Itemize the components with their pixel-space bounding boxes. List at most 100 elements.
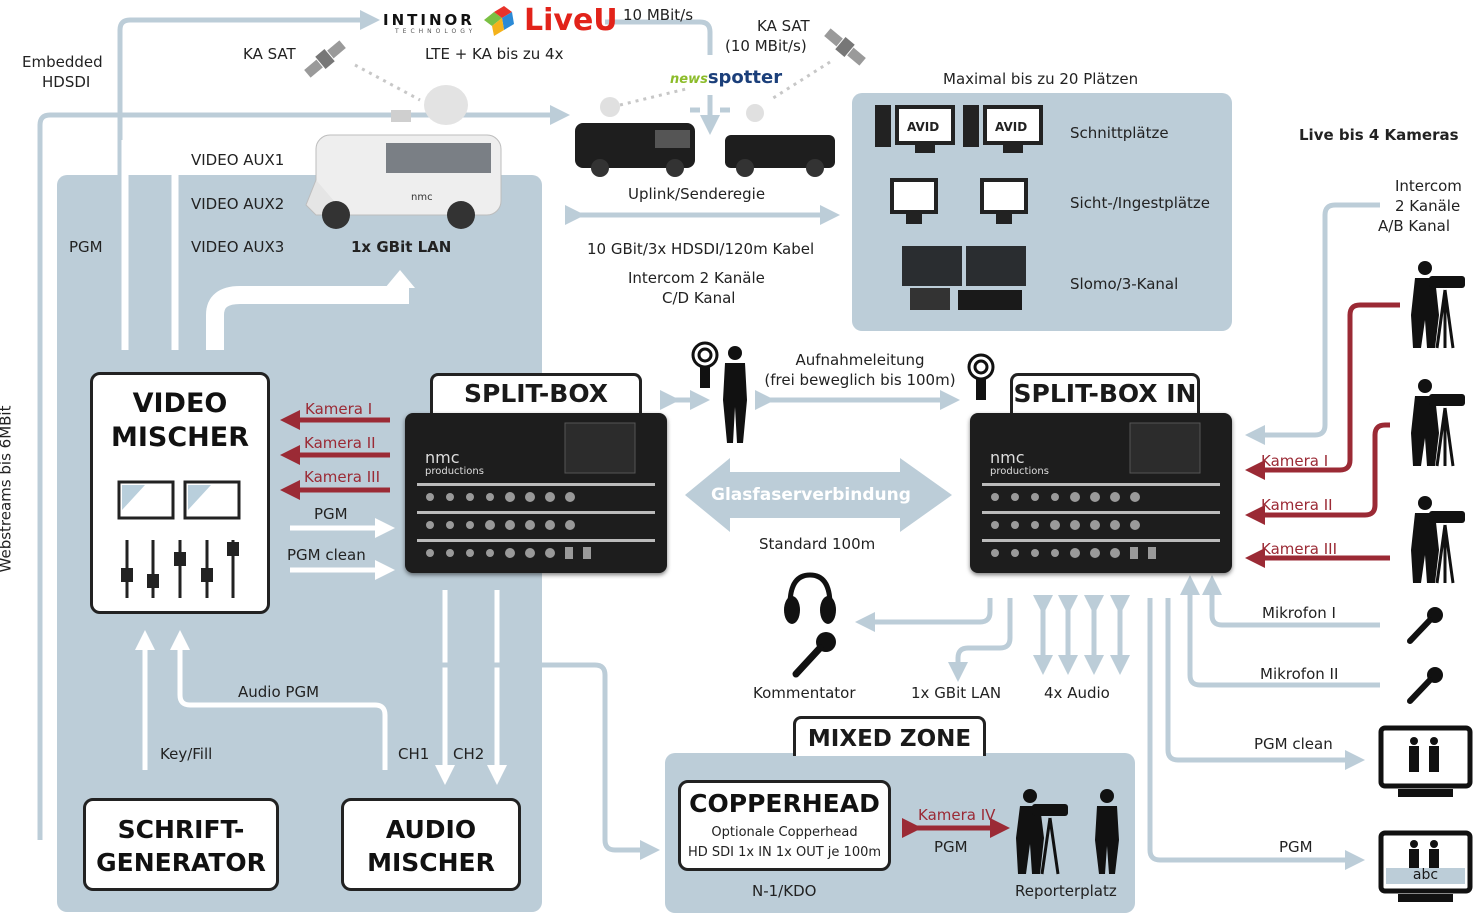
pgm-label: PGM xyxy=(69,238,103,256)
mixer-controls-icon xyxy=(117,480,241,598)
svg-text:AVID: AVID xyxy=(995,120,1027,134)
cameras-title: Live bis 4 Kameras xyxy=(1299,126,1459,144)
video-mixer-title-1: VIDEO xyxy=(132,388,228,419)
uplink-label: Uplink/Senderegie xyxy=(628,185,766,203)
standard-label: Standard 100m xyxy=(759,535,876,553)
split-in-cam2-label: Kamera II xyxy=(1261,496,1333,514)
mz-n1-label: N-1/KDO xyxy=(752,882,817,900)
embedded-label-1: Embedded xyxy=(22,53,103,71)
character-generator-box: SCHRIFT- GENERATOR xyxy=(83,798,279,891)
microphone-2-icon xyxy=(1407,667,1443,704)
copperhead-opt-1: Optionale Copperhead xyxy=(711,825,858,840)
keyfill-label: Key/Fill xyxy=(160,745,213,763)
vm-cam2-label: Kamera II xyxy=(304,434,376,452)
abc-overlay: abc xyxy=(1412,867,1439,883)
lan-label: 1x GBit LAN xyxy=(351,238,452,256)
satellite-left-icon xyxy=(304,40,346,78)
cable-label: 10 GBit/3x HDSDI/120m Kabel xyxy=(587,240,815,258)
commentator-lan-label: 1x GBit LAN xyxy=(911,684,1002,702)
ob-van-icon: nmc xyxy=(305,85,502,229)
commentator-microphone-icon xyxy=(792,632,836,678)
pgm-clean-monitor-icon xyxy=(1378,725,1473,797)
cg-title-1: SCHRIFT- xyxy=(117,815,245,844)
intercom-cd-label-2: C/D Kanal xyxy=(662,289,736,307)
svg-text:nmc: nmc xyxy=(411,192,433,203)
aux2-label: VIDEO AUX2 xyxy=(191,195,285,213)
aux3-label: VIDEO AUX3 xyxy=(191,238,285,256)
vm-pgm-label: PGM xyxy=(314,505,348,523)
antenna-left-icon xyxy=(691,341,719,388)
vm-pgm-clean-label: PGM clean xyxy=(287,546,366,564)
split-in-title: SPLIT-BOX IN xyxy=(1010,373,1200,416)
rec-label-1: Aufnahmeleitung xyxy=(795,351,925,369)
split-box-out: nmc productions xyxy=(405,413,667,573)
avid-workstations-icon: AVID AVID xyxy=(875,105,1043,153)
intinor-cube-icon xyxy=(484,6,514,36)
antenna-right-icon xyxy=(967,353,995,400)
slomo-setup-icon xyxy=(902,246,1026,310)
vm-cam3-label: Kamera III xyxy=(304,468,381,486)
mz-pgm-label: PGM xyxy=(934,838,968,856)
ka-sat-right-label-1: KA SAT xyxy=(757,17,810,35)
split-out-title: SPLIT-BOX OUT xyxy=(430,373,642,444)
satellite-right-icon xyxy=(824,28,866,66)
commentator-label: Kommentator xyxy=(753,684,856,702)
mixed-zone-title: MIXED ZONE xyxy=(793,716,986,756)
split-in-cam3-label: Kamera III xyxy=(1261,540,1338,558)
cameraman-1-icon xyxy=(1411,261,1465,349)
cg-title-2: GENERATOR xyxy=(96,848,266,877)
lte-label: LTE + KA bis zu 4x xyxy=(425,45,564,63)
mic1-label: Mikrofon I xyxy=(1262,604,1336,622)
split-in-connectors-icon xyxy=(982,422,1220,559)
microphone-1-icon xyxy=(1407,607,1443,644)
embedded-label-2: HDSDI xyxy=(42,73,91,91)
commentator-audio-label: 4x Audio xyxy=(1044,684,1110,702)
reporter-person-icon xyxy=(1095,789,1119,874)
audio-mixer-box: AUDIO MISCHER xyxy=(341,798,521,891)
uplink-vans-icon xyxy=(575,97,835,177)
copperhead-box: COPPERHEAD Optionale Copperhead HD SDI 1… xyxy=(678,780,891,871)
ka-sat-left-label: KA SAT xyxy=(243,45,296,63)
split-in-brand: nmc productions xyxy=(990,448,1049,478)
am-title-1: AUDIO xyxy=(385,815,477,844)
pgm-monitor-icon xyxy=(1378,830,1473,902)
ingest-monitors-icon xyxy=(890,178,1028,224)
aux1-label: VIDEO AUX1 xyxy=(191,151,285,169)
mz-cam4-label: Kamera IV xyxy=(918,806,996,824)
audio-pgm-label: Audio PGM xyxy=(238,683,320,701)
svg-text:AVID: AVID xyxy=(907,120,939,134)
ingest-label: Sicht-/Ingestplätze xyxy=(1070,194,1211,212)
ka-sat-right-label-2: (10 MBit/s) xyxy=(725,37,807,55)
webstreams-label: Webstreams bis 6MBit xyxy=(0,405,15,573)
am-title-2: MISCHER xyxy=(367,848,495,877)
split-box-in: nmc productions xyxy=(970,413,1232,573)
intinor-logo: INTINOR TECHNOLOGY xyxy=(383,11,477,35)
copperhead-opt-2: HD SDI 1x IN 1x OUT je 100m xyxy=(687,845,882,860)
edit-label: Schnittplätze xyxy=(1070,124,1169,142)
mz-reporter-label: Reporterplatz xyxy=(1015,882,1117,900)
split-in-cam1-label: Kamera I xyxy=(1261,452,1329,470)
reporter-cameraman-icon xyxy=(1016,789,1068,875)
video-mixer-box: VIDEO MISCHER xyxy=(90,372,270,614)
ch1-label: CH1 xyxy=(398,745,430,763)
split-out-connectors-icon xyxy=(417,422,655,559)
fiber-label: Glasfaserverbindung xyxy=(711,485,911,505)
recording-manager-icon xyxy=(723,346,747,443)
ch2-label: CH2 xyxy=(453,745,485,763)
intercom-ab-label-3: A/B Kanal xyxy=(1378,217,1451,235)
mbit-label: 10 MBit/s xyxy=(623,6,694,24)
mic2-label: Mikrofon II xyxy=(1260,665,1339,683)
copperhead-title: COPPERHEAD xyxy=(689,789,880,818)
pgm-out-label: PGM xyxy=(1279,838,1313,856)
split-out-brand: nmc productions xyxy=(425,448,484,478)
cameraman-2-icon xyxy=(1411,379,1465,467)
vm-cam1-label: Kamera I xyxy=(305,400,373,418)
intercom-ab-label-2: 2 Kanäle xyxy=(1395,197,1461,215)
newsspotter-logo: newsspotter xyxy=(670,67,783,88)
workplaces-title: Maximal bis zu 20 Plätzen xyxy=(943,70,1139,88)
liveu-logo: LiveU xyxy=(524,3,618,38)
pgm-clean-out-label: PGM clean xyxy=(1254,735,1333,753)
pgm-monitor: abc xyxy=(1378,830,1473,905)
headphones-icon xyxy=(784,572,836,624)
